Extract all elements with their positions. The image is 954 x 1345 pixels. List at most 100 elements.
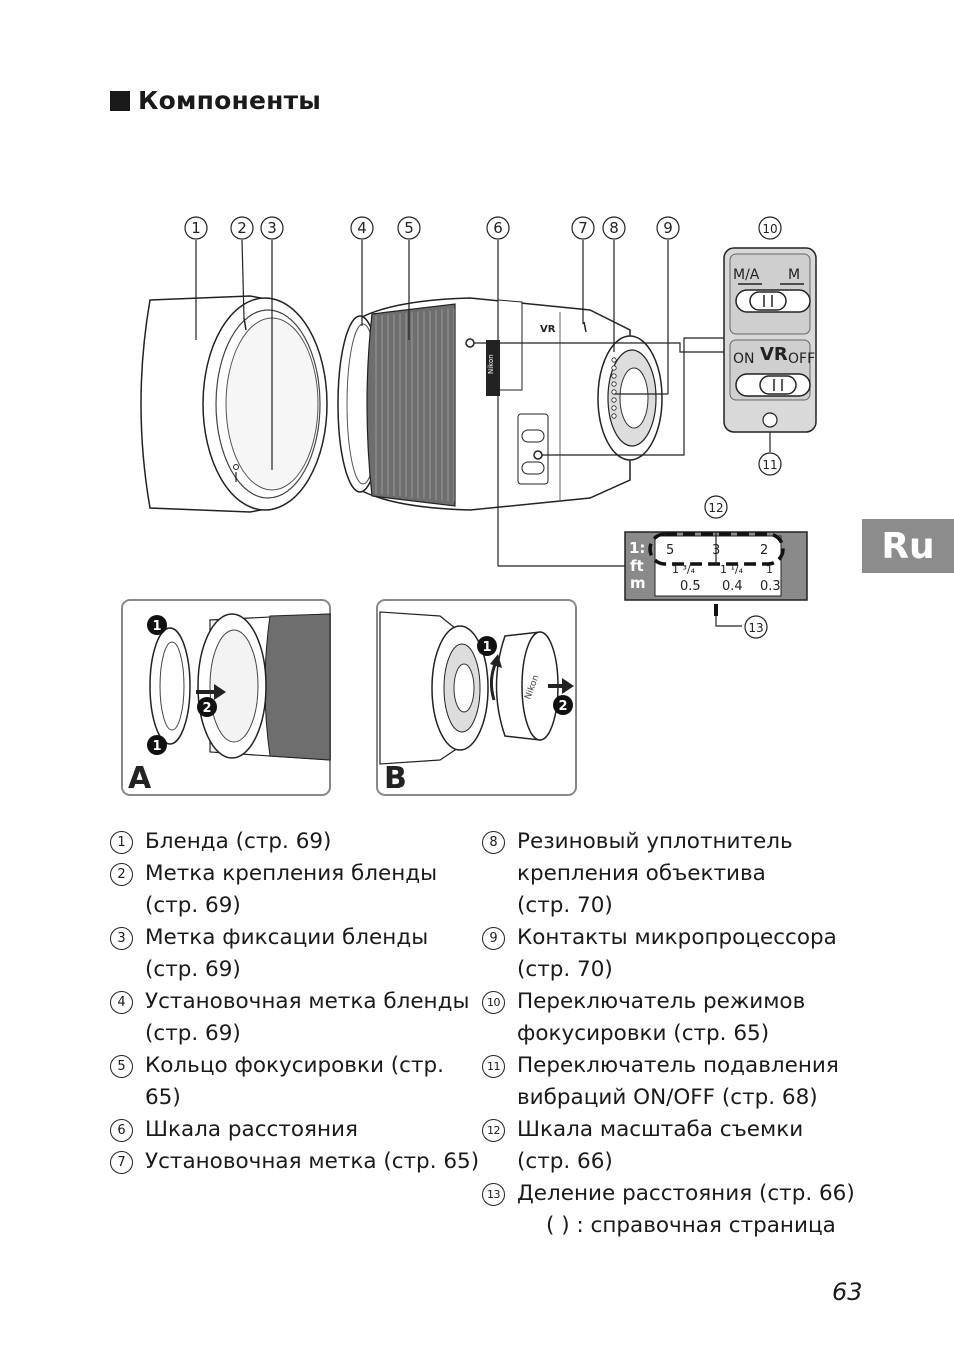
heading-square-icon: [110, 90, 130, 111]
legend-number: 7: [110, 1151, 133, 1174]
legend-text: вибраций ON/OFF (стр. 68): [517, 1085, 818, 1110]
callout-number: 1: [191, 219, 201, 237]
page-number: 63: [832, 1278, 863, 1306]
ratio-value: 2: [760, 543, 768, 558]
legend-text: Переключатель подавления: [517, 1053, 839, 1078]
callout-circle: [397, 216, 421, 240]
callout-circle: [350, 216, 374, 240]
m-value: 0.3: [760, 579, 781, 594]
legend-text: Деление расстояния (стр. 66): [517, 1181, 855, 1206]
callout-number: 3: [267, 219, 277, 237]
legend-number: 2: [110, 863, 133, 886]
callout-number: 8: [609, 219, 619, 237]
callout-number: 7: [578, 219, 588, 237]
step-badge: 2: [202, 701, 211, 716]
ratio-label: 1:: [629, 539, 645, 557]
callout-number: 10: [762, 222, 777, 236]
legend-text: (стр. 69): [145, 893, 241, 918]
focus-mode-right-label: M: [788, 267, 800, 283]
callout-circle: [486, 216, 510, 240]
legend-number: 8: [482, 831, 505, 854]
callout-circle: [704, 495, 728, 519]
legend-text: фокусировки (стр. 65): [517, 1021, 770, 1046]
step-badge: 1: [482, 640, 491, 655]
callout-circle: [656, 216, 680, 240]
legend-text: Кольцо фокусировки (стр. 65): [145, 1053, 444, 1110]
legend-item: 7 Установочная метка (стр. 65): [110, 1146, 482, 1178]
step-badge: 2: [558, 699, 567, 714]
callout-circle: [260, 216, 284, 240]
legend-text: (стр. 66): [517, 1149, 613, 1174]
inset-a-label: A: [128, 761, 152, 796]
inset-b: Nikon B 1 2: [376, 599, 577, 796]
legend-item: 10 Переключатель режимов фокусировки (стр.…: [482, 986, 922, 1050]
vr-left-label: ON: [733, 351, 755, 367]
callout-circle: [230, 216, 254, 240]
callout-number: 12: [708, 501, 723, 515]
legend-item: 13 Деление расстояния (стр. 66): [482, 1178, 922, 1210]
legend-number: 13: [482, 1183, 505, 1206]
inset-b-label: B: [384, 761, 407, 796]
callout-number: 4: [357, 219, 367, 237]
ft-value: 1 ³/₄: [672, 563, 696, 576]
callout-number: 11: [762, 458, 777, 472]
lens-body: Nikon VR: [337, 297, 663, 511]
legend-number: 6: [110, 1119, 133, 1142]
callout-number: 5: [404, 219, 414, 237]
ft-value: 1: [766, 563, 773, 576]
ft-label: ft: [630, 557, 644, 575]
legend-item: 6 Шкала расстояния: [110, 1114, 482, 1146]
reference-note: ( ) : справочная страница: [546, 1213, 836, 1238]
ratio-value: 5: [666, 543, 674, 558]
legend-text: Бленда (стр. 69): [145, 829, 332, 854]
vr-center-label: VR: [760, 344, 788, 365]
legend-number: 3: [110, 927, 133, 950]
vr-right-label: OFF: [788, 351, 815, 367]
legend-text: (стр. 69): [145, 1021, 241, 1046]
legend-text: Шкала масштаба съемки: [517, 1117, 804, 1142]
legend-text: (стр. 70): [517, 957, 613, 982]
legend-item: 12 Шкала масштаба съемки (стр. 66): [482, 1114, 922, 1178]
legend-number: 11: [482, 1055, 505, 1078]
callout-circle: [571, 216, 595, 240]
legend-text: Метка фиксации бленды: [145, 925, 429, 950]
callout-circle: [602, 216, 626, 240]
legend-number: 12: [482, 1119, 505, 1142]
callout-circle: [184, 216, 208, 240]
language-tab: Ru: [862, 519, 954, 573]
legend-number: 10: [482, 991, 505, 1014]
legend-number: 4: [110, 991, 133, 1014]
callout-circle: [744, 615, 768, 639]
legend-text: Контакты микропроцессора: [517, 925, 837, 950]
legend-item: 4 Установочная метка бленды (стр. 69): [110, 986, 482, 1050]
legend-text: Установочная метка бленды: [145, 989, 470, 1014]
legend-text: Шкала расстояния: [145, 1117, 358, 1142]
section-heading: Компоненты: [110, 86, 321, 115]
ft-value: 1 ¹/₄: [720, 563, 744, 576]
heading-text: Компоненты: [138, 86, 322, 115]
svg-text:VR: VR: [540, 324, 556, 335]
legend-item: 11 Переключатель подавления вибраций ON/OF…: [482, 1050, 922, 1114]
step-badge: 1: [152, 739, 161, 754]
callout-number: 9: [663, 219, 673, 237]
legend-text: Переключатель режимов: [517, 989, 806, 1014]
switch-panel: M/A M ON VR OFF: [723, 247, 817, 433]
lens-diagram: Nikon VR M/A M: [121, 216, 817, 796]
step-badge: 1: [152, 619, 161, 634]
m-value: 0.5: [680, 579, 701, 594]
legend-text: крепления объектива: [517, 861, 766, 886]
scale-panel: 1: ft m 5 3 2 1 ³/₄ 1 ¹/₄ 1 0.5 0.4 0.3: [624, 531, 808, 627]
m-label: m: [630, 574, 646, 592]
focus-mode-left-label: M/A: [733, 267, 760, 283]
callout-number: 13: [748, 621, 763, 635]
legend-text: Установочная метка (стр. 65): [145, 1149, 480, 1174]
callout-number: 6: [493, 219, 503, 237]
callout-circle: [758, 216, 782, 240]
